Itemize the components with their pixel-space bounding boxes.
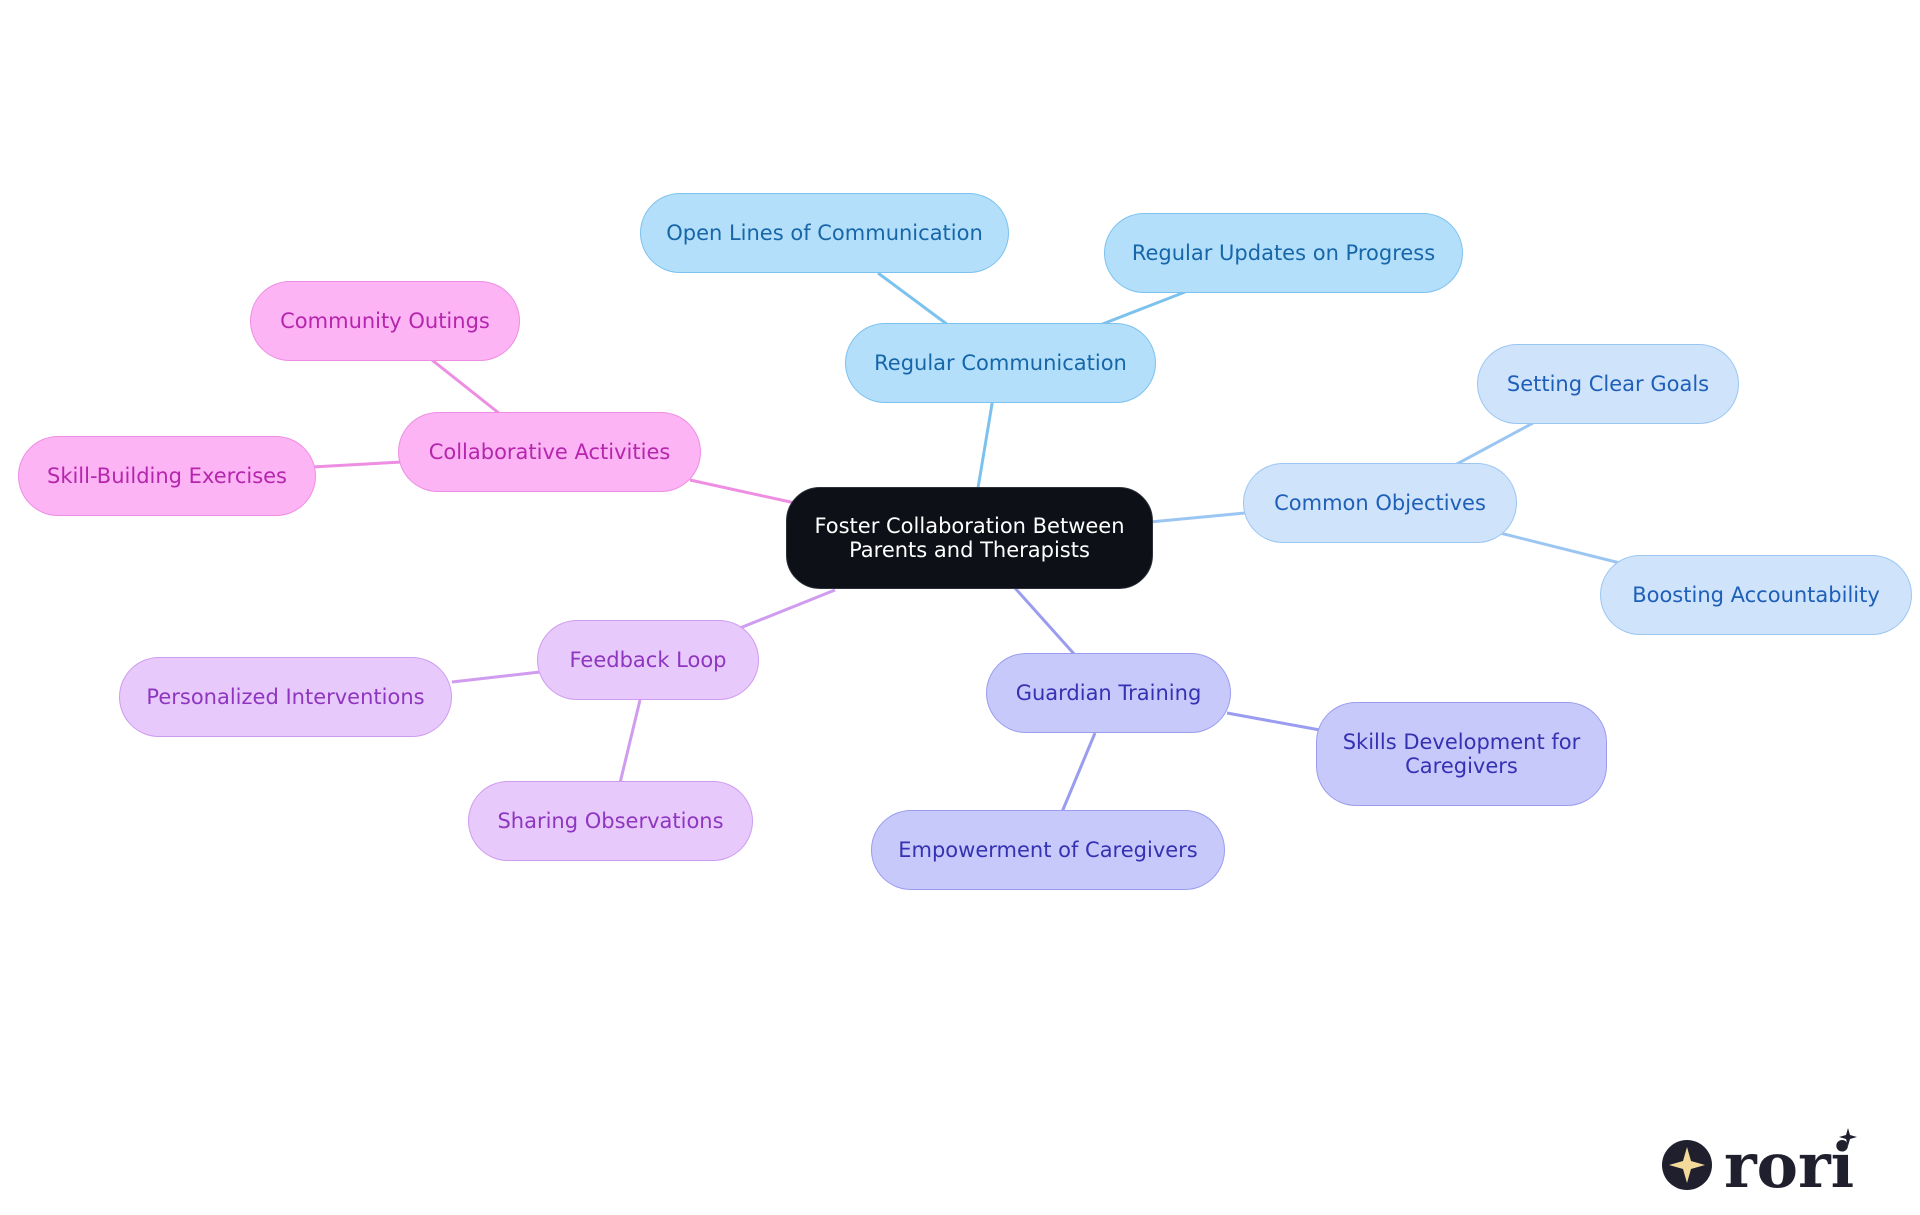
leaf-label: Regular Updates on Progress bbox=[1131, 241, 1436, 265]
branch-label: Common Objectives bbox=[1274, 491, 1486, 515]
leaf-boosting-accountability: Boosting Accountability bbox=[1600, 555, 1912, 635]
leaf-label: Personalized Interventions bbox=[146, 685, 425, 709]
edge-common-objectives-accountability bbox=[1499, 531, 1621, 565]
leaf-label: Open Lines of Communication bbox=[666, 221, 983, 245]
leaf-label: Empowerment of Caregivers bbox=[898, 838, 1198, 862]
branch-label: Feedback Loop bbox=[569, 648, 727, 672]
leaf-skill-building-exercises: Skill-Building Exercises bbox=[18, 436, 316, 516]
leaf-setting-clear-goals: Setting Clear Goals bbox=[1477, 344, 1739, 424]
edge-root-feedback-loop bbox=[734, 588, 836, 632]
leaf-personalized-interventions: Personalized Interventions bbox=[119, 657, 452, 737]
leaf-sharing-observations: Sharing Observations bbox=[468, 781, 753, 861]
leaf-label: Community Outings bbox=[280, 309, 490, 333]
leaf-empowerment-of-caregivers: Empowerment of Caregivers bbox=[871, 810, 1225, 890]
root-node-label: Foster Collaboration Between Parents and… bbox=[814, 514, 1125, 562]
star-accent-icon bbox=[1839, 1128, 1857, 1146]
edge-common-objectives-clear-goals bbox=[1454, 421, 1534, 467]
leaf-skills-development-for-caregivers: Skills Development for Caregivers bbox=[1316, 702, 1607, 806]
leaf-label: Sharing Observations bbox=[497, 809, 724, 833]
leaf-regular-updates-on-progress: Regular Updates on Progress bbox=[1104, 213, 1463, 293]
branch-label: Collaborative Activities bbox=[428, 440, 671, 464]
edge-feedback-loop-sharing bbox=[618, 699, 642, 784]
branch-regular-communication: Regular Communication bbox=[845, 323, 1156, 403]
leaf-label: Skill-Building Exercises bbox=[46, 464, 287, 488]
branch-collaborative-activities: Collaborative Activities bbox=[398, 412, 701, 492]
edge-collaborative-activities-skill-building bbox=[311, 460, 403, 469]
edge-collaborative-activities-outings bbox=[431, 358, 501, 416]
edge-root-guardian-training bbox=[1013, 586, 1077, 657]
edge-regular-communication-open-lines bbox=[877, 271, 949, 327]
edge-guardian-training-empowerment bbox=[1060, 732, 1097, 813]
edge-guardian-training-skills-development bbox=[1226, 711, 1321, 732]
leaf-label: Setting Clear Goals bbox=[1506, 372, 1710, 396]
leaf-community-outings: Community Outings bbox=[250, 281, 520, 361]
leaf-label: Boosting Accountability bbox=[1632, 583, 1880, 607]
branch-feedback-loop: Feedback Loop bbox=[537, 620, 759, 700]
branch-common-objectives: Common Objectives bbox=[1243, 463, 1517, 543]
edge-regular-communication-updates bbox=[1099, 290, 1186, 327]
brand-logo: rori bbox=[1662, 1128, 1857, 1195]
edge-feedback-loop-personalized bbox=[451, 670, 541, 684]
edge-root-collaborative-activities bbox=[689, 478, 796, 505]
branch-label: Guardian Training bbox=[1015, 681, 1202, 705]
sparkle-icon bbox=[1662, 1140, 1712, 1190]
branch-label: Regular Communication bbox=[874, 351, 1127, 375]
root-node: Foster Collaboration Between Parents and… bbox=[786, 487, 1153, 589]
leaf-open-lines-of-communication: Open Lines of Communication bbox=[640, 193, 1009, 273]
leaf-label: Skills Development for Caregivers bbox=[1342, 730, 1581, 778]
brand-logo-text: rori bbox=[1724, 1129, 1854, 1195]
branch-guardian-training: Guardian Training bbox=[986, 653, 1231, 733]
edge-root-regular-communication bbox=[976, 397, 995, 489]
edge-root-common-objectives bbox=[1149, 511, 1246, 524]
